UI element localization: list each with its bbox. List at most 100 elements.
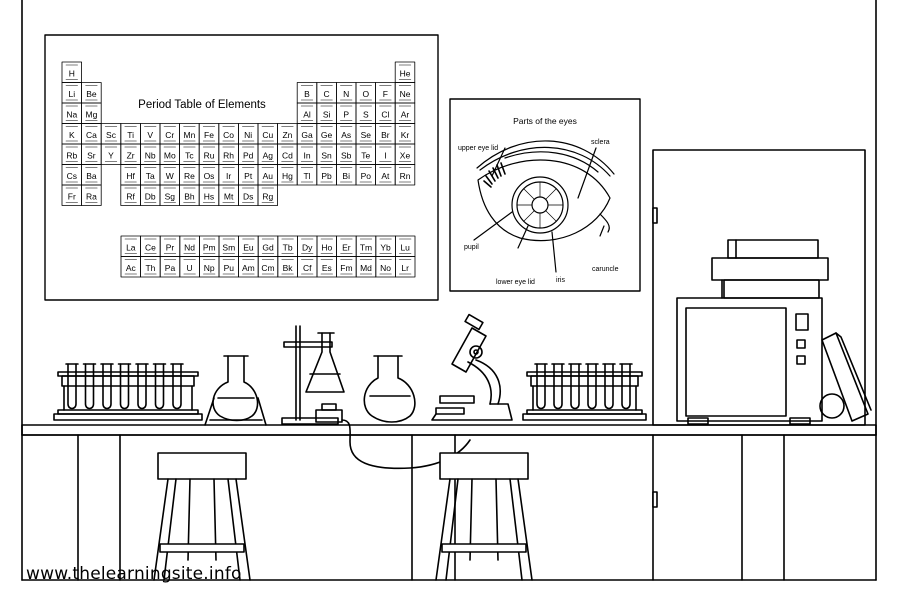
element-cell: Lr [394,256,416,278]
element-cell: Mn [179,123,200,145]
element-cell: Dy [296,235,318,257]
element-cell: Hf [120,164,141,186]
element-symbol: Sc [106,130,117,140]
element-symbol: Si [323,109,331,119]
element-cell: Pb [316,164,337,186]
element-cell: Ac [120,256,142,278]
element-symbol: W [166,171,174,181]
element-symbol: Rf [126,191,135,201]
element-symbol: Cs [67,171,77,181]
periodic-table-title: Period Table of Elements [138,99,266,111]
element-cell: Fm [336,256,357,278]
test-tube [553,363,563,410]
element-cell: Ir [218,164,239,186]
element-symbol: Pu [224,263,235,273]
test-tube [621,363,631,410]
element-cell: Ds [237,184,259,206]
tall-cabinet [652,149,866,426]
element-symbol: Rb [66,150,77,160]
element-cell: Er [336,235,357,257]
element-cell: Mo [159,143,181,165]
label-upper-eye-lid: upper eye lid [458,145,498,152]
book-stack [711,239,829,299]
element-symbol: Cl [381,109,389,119]
element-symbol: Bk [283,263,294,273]
element-cell: U [179,256,200,278]
element-cell: Se [355,123,377,145]
microwave [676,297,823,425]
test-tube [536,363,546,410]
element-symbol: Th [145,263,155,273]
test-tubes-right [534,363,633,410]
element-symbol: Lr [401,263,409,273]
element-symbol: Pb [321,171,332,181]
element-symbol: C [324,89,330,99]
element-cell: I [375,143,396,165]
element-symbol: Hg [282,171,293,181]
element-cell: Sn [316,143,337,165]
element-symbol: Rh [223,150,234,160]
element-symbol: Ti [127,130,134,140]
element-cell: Sb [335,143,357,165]
element-cell: Au [257,164,279,186]
element-cell: C [316,82,337,104]
element-symbol: Ca [86,130,97,140]
element-symbol: Sb [341,150,352,160]
element-symbol: Bi [342,171,350,181]
element-cell: Pm [198,235,220,257]
element-symbol: Rn [400,171,411,181]
element-cell: N [335,82,357,104]
element-symbol: Al [303,109,311,119]
element-cell: He [394,61,416,83]
element-symbol: Co [223,130,234,140]
element-cell: B [296,82,318,104]
element-cell: Fe [198,123,220,145]
test-tube [587,363,597,410]
element-symbol: Pd [243,150,254,160]
site-watermark: www.thelearningsite.info [26,564,242,584]
element-cell: Cd [277,143,298,165]
element-symbol: Ge [321,130,333,140]
element-cell: Gd [257,235,279,257]
element-cell: Pa [159,256,181,278]
eye-labels: upper eye lid sclera pupil lower eye lid… [458,139,619,286]
element-symbol: S [363,109,369,119]
element-cell: Fr [61,184,83,206]
element-cell: In [296,143,318,165]
test-tube [84,363,95,410]
element-symbol: No [380,263,391,273]
element-cell: Ni [237,123,259,145]
element-cell: Si [316,102,337,124]
element-cell: Bi [335,164,357,186]
element-symbol: Re [184,171,195,181]
element-cell: Am [238,256,259,278]
element-cell: Ti [120,123,141,145]
element-symbol: Cd [282,150,293,160]
element-symbol: Dy [302,242,313,252]
element-cell: Pr [159,235,181,257]
element-symbol: Sr [87,150,96,160]
element-symbol: Os [204,171,215,181]
leaning-book [821,332,872,422]
element-symbol: Ce [145,242,156,252]
element-cell: Ra [81,184,102,206]
eye-poster-title: Parts of the eyes [513,116,577,126]
element-cell: At [375,164,396,186]
element-symbol: Po [361,171,372,181]
test-tube [604,363,614,410]
test-tube [570,363,580,410]
element-symbol: Am [242,263,255,273]
element-cell: Al [296,102,318,124]
element-symbol: At [381,171,390,181]
element-symbol: H [69,68,75,78]
element-cell: Yb [375,235,396,257]
element-cell: Re [179,164,200,186]
element-cell: Na [61,102,83,124]
element-symbol: Mn [183,130,195,140]
element-cell: Cf [296,256,318,278]
label-iris: iris [556,277,565,284]
element-cell: Eu [238,235,259,257]
element-cell: Li [61,82,83,104]
microscope [431,313,513,421]
